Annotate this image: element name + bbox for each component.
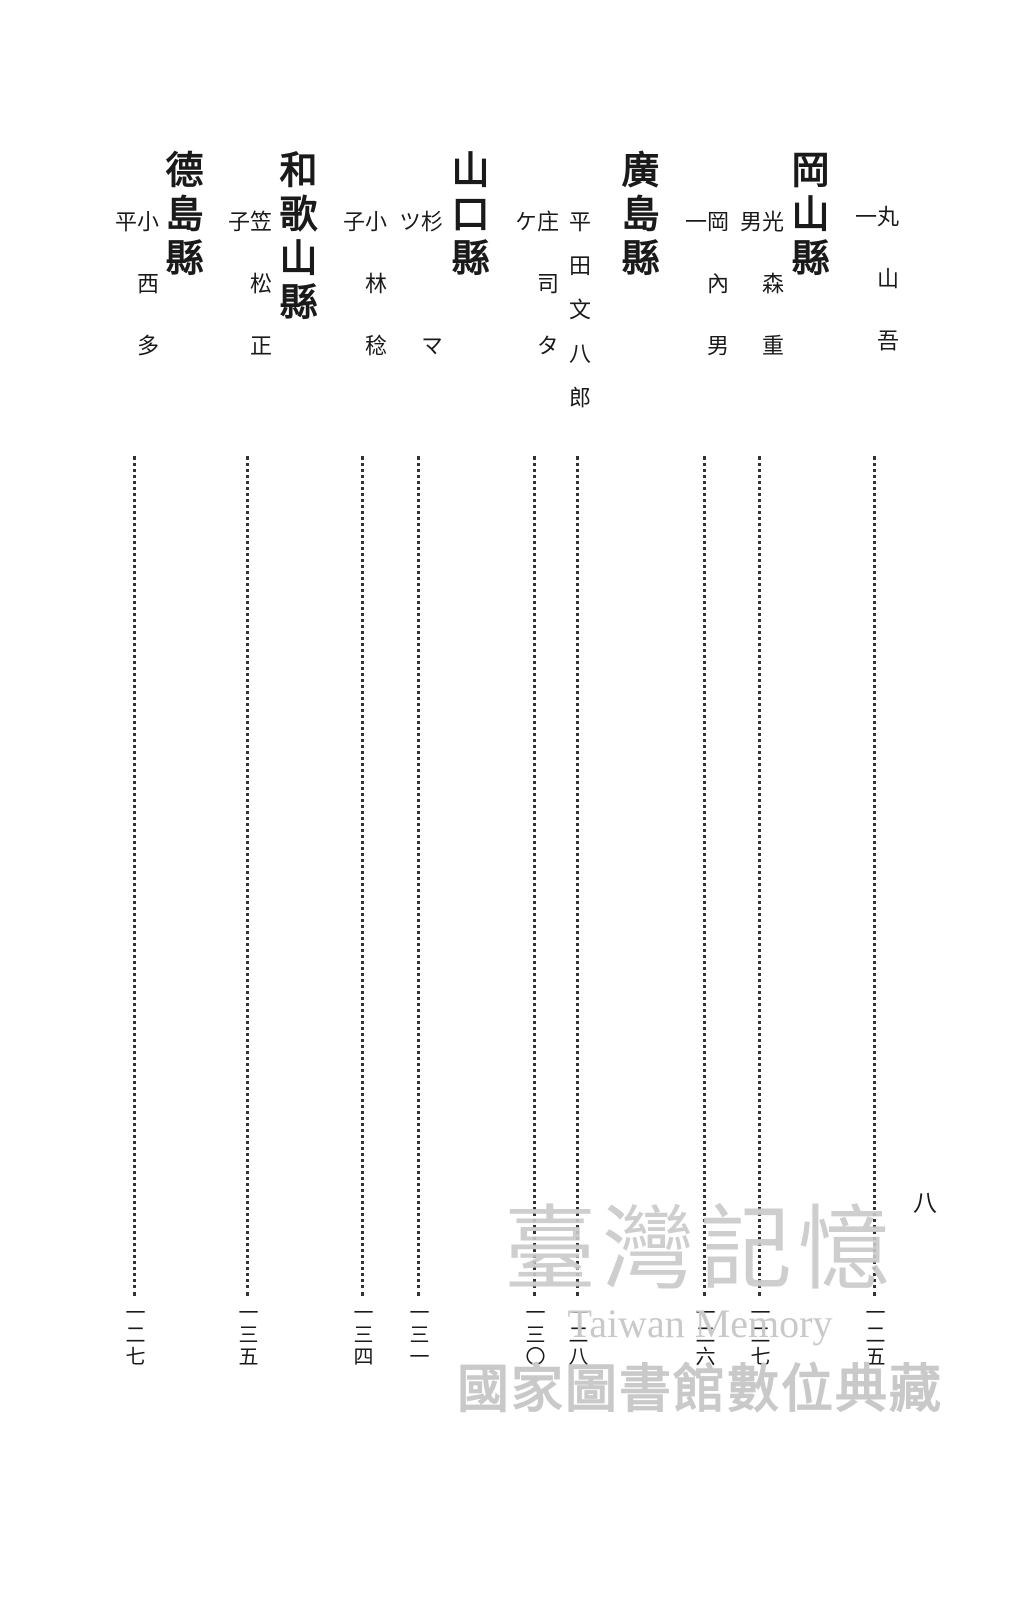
watermark: 臺灣記憶 Taiwan Memory 國家圖書館數位典藏 [440,1175,960,1435]
entry-sugi: 杉 マツ 一三一 [395,210,442,1368]
leader-dots [245,456,249,1296]
leader-dots [575,456,579,1296]
watermark-english: Taiwan Memory [567,1301,833,1346]
prefecture-heading: 山口縣 [445,150,490,282]
prefecture-heading: 岡山縣 [785,150,830,282]
prefecture-tokushima: 德島縣 [159,150,204,282]
entry-page-number: 一二六 [692,1302,716,1368]
prefecture-yamaguchi: 山口縣 [445,150,490,282]
entry-page-number: 一二五 [862,1302,886,1368]
watermark-sub: 國家圖書館數位典藏 [456,1360,943,1420]
entry-page-number: 一二八 [565,1302,589,1368]
prefecture-wakayama: 和歌山縣 [273,150,318,326]
entry-page-number: 一三四 [350,1302,374,1368]
leader-dots [532,456,536,1296]
entry-page-number: 一二七 [122,1302,146,1368]
prefecture-heading: 德島縣 [159,150,204,282]
leader-dots [416,456,420,1296]
leader-dots [132,456,136,1296]
entry-hirata: 平田文八郎 一二八 [565,210,590,1368]
entry-name: 庄司タケ [511,210,558,396]
entry-page-number: 一二七 [747,1302,771,1368]
entry-kasamatsu: 笠松正子 一三五 [224,210,271,1368]
entry-maruyama: 丸山吾一 一二五 [851,205,898,1368]
entry-name: 光森重男 [736,210,783,396]
prefecture-heading: 和歌山縣 [273,150,318,326]
entry-name: 岡內男一 [681,210,728,396]
leader-dots [360,456,364,1296]
prefecture-heading: 廣島縣 [615,150,660,282]
entry-page-number: 一三五 [235,1302,259,1368]
entry-kobayashi: 小林稔子 一三四 [339,210,386,1368]
entry-okauchi: 岡內男一 一二六 [681,210,728,1368]
watermark-main: 臺灣記憶 [503,1196,896,1303]
entry-name: 平田文八郎 [565,210,590,430]
entry-name: 小林稔子 [339,210,386,396]
entry-mitsumori: 光森重男 一二七 [736,210,783,1368]
leader-dots [702,456,706,1296]
entry-konishi: 小西多平 一二七 [111,210,158,1368]
entry-page-number: 一三〇 [522,1302,546,1368]
entry-shoji: 庄司タケ 一三〇 [511,210,558,1368]
prefecture-hiroshima: 廣島縣 [615,150,660,282]
leader-dots [757,456,761,1296]
entry-name: 笠松正子 [224,210,271,396]
entry-name: 丸山吾一 [851,205,898,391]
page-number: 八 [913,1189,937,1217]
entry-name: 小西多平 [111,210,158,396]
entry-name: 杉 マツ [395,210,442,396]
entry-page-number: 一三一 [406,1302,430,1368]
leader-dots [872,456,876,1296]
prefecture-okayama: 岡山縣 [785,150,830,282]
